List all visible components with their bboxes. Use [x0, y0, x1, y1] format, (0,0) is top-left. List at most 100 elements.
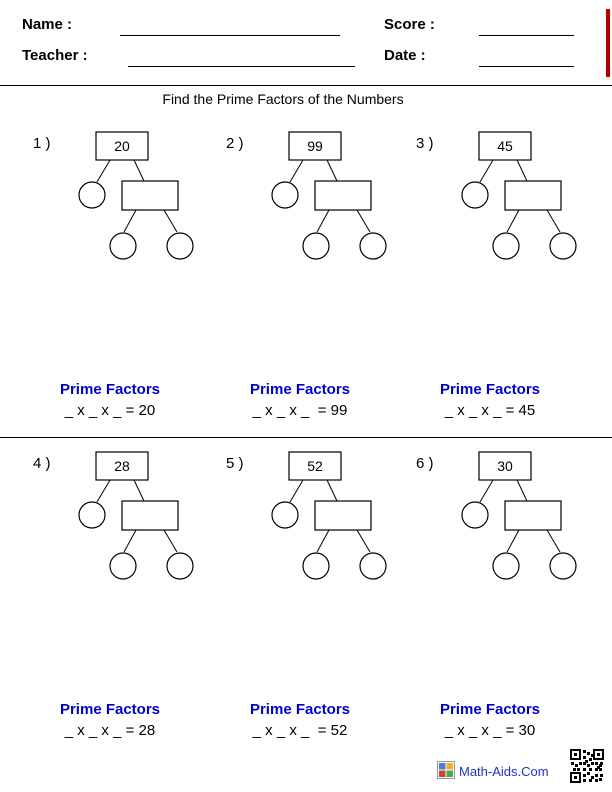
- prime-factor-circle[interactable]: [166, 232, 194, 260]
- prime-factor-circle[interactable]: [109, 552, 137, 580]
- problem-number: 2 ): [226, 135, 244, 152]
- prime-factor-circle[interactable]: [492, 552, 520, 580]
- problem-number: 4 ): [33, 455, 51, 472]
- prime-factors-label: Prime Factors: [59, 381, 161, 398]
- branch-line: [96, 479, 111, 503]
- root-number: 20: [114, 138, 130, 154]
- prime-factor-circle[interactable]: [492, 232, 520, 260]
- prime-factor-circle[interactable]: [166, 552, 194, 580]
- prime-factor-circle[interactable]: [549, 232, 577, 260]
- factorization-equation[interactable]: _ x _ x _ = 30: [444, 722, 536, 739]
- root-number-box: [95, 451, 149, 481]
- root-number-box: [288, 131, 342, 161]
- composite-factor-box[interactable]: [314, 180, 372, 211]
- branch-line: [96, 159, 111, 183]
- factor-tree: 28: [78, 451, 194, 580]
- prime-factor-circle[interactable]: [359, 552, 387, 580]
- factor-tree: 99: [271, 131, 387, 260]
- prime-factor-circle[interactable]: [461, 181, 489, 209]
- problem-number: 3 ): [416, 135, 434, 152]
- branch-line: [479, 479, 494, 503]
- qr-code: [570, 749, 604, 783]
- prime-factors-label: Prime Factors: [249, 381, 351, 398]
- factor-tree: 30: [461, 451, 577, 580]
- root-number: 99: [307, 138, 323, 154]
- root-number: 52: [307, 458, 323, 474]
- branch-line: [289, 479, 304, 503]
- branch-line: [326, 159, 338, 182]
- branch-line: [356, 209, 371, 233]
- branch-line: [326, 479, 338, 502]
- name-label: Name :: [22, 16, 73, 33]
- root-number-box: [478, 131, 532, 161]
- worksheet-title: Find the Prime Factors of the Numbers: [162, 91, 404, 107]
- qr-finder-icon: [570, 772, 581, 783]
- prime-factor-circle[interactable]: [302, 232, 330, 260]
- prime-factor-circle[interactable]: [271, 501, 299, 529]
- date-line[interactable]: [479, 66, 574, 67]
- branch-line: [516, 159, 528, 182]
- prime-factor-circle[interactable]: [78, 181, 106, 209]
- branch-line: [163, 529, 178, 553]
- prime-factors-label: Prime Factors: [249, 701, 351, 718]
- branch-line: [123, 529, 137, 553]
- problem-number: 6 ): [416, 455, 434, 472]
- branch-line: [546, 529, 561, 553]
- branch-line: [289, 159, 304, 183]
- factor-tree: 20: [78, 131, 194, 260]
- prime-factor-circle[interactable]: [78, 501, 106, 529]
- teacher-label: Teacher :: [22, 47, 88, 64]
- prime-factors-label: Prime Factors: [59, 701, 161, 718]
- teacher-line[interactable]: [128, 66, 355, 67]
- problem-number: 5 ): [226, 455, 244, 472]
- prime-factor-circle[interactable]: [359, 232, 387, 260]
- composite-factor-box[interactable]: [504, 180, 562, 211]
- factorization-equation[interactable]: _ x _ x _ = 99: [252, 402, 348, 419]
- score-line[interactable]: [479, 35, 574, 36]
- branch-line: [163, 209, 178, 233]
- prime-factors-label: Prime Factors: [439, 701, 541, 718]
- root-number: 30: [497, 458, 513, 474]
- factorization-equation[interactable]: _ x _ x _ = 28: [64, 722, 156, 739]
- row-divider: [0, 437, 612, 438]
- branch-line: [356, 529, 371, 553]
- date-label: Date :: [384, 47, 426, 64]
- composite-factor-box[interactable]: [504, 500, 562, 531]
- score-label: Score :: [384, 16, 435, 33]
- branch-line: [506, 529, 520, 553]
- root-number-box: [95, 131, 149, 161]
- brand-link[interactable]: Math-Aids.Com: [459, 764, 549, 779]
- branch-line: [123, 209, 137, 233]
- composite-factor-box[interactable]: [314, 500, 372, 531]
- name-line[interactable]: [120, 35, 340, 36]
- red-edge-mark: [606, 9, 610, 77]
- factor-tree: 52: [271, 451, 387, 580]
- root-number: 45: [497, 138, 513, 154]
- qr-modules: [583, 750, 586, 753]
- composite-factor-box[interactable]: [121, 180, 179, 211]
- branch-line: [133, 479, 145, 502]
- factorization-equation[interactable]: _ x _ x _ = 52: [252, 722, 348, 739]
- branch-line: [516, 479, 528, 502]
- prime-factors-label: Prime Factors: [439, 381, 541, 398]
- qr-finder-icon: [593, 749, 604, 760]
- prime-factor-circle[interactable]: [302, 552, 330, 580]
- prime-factor-circle[interactable]: [461, 501, 489, 529]
- factorization-equation[interactable]: _ x _ x _ = 20: [64, 402, 156, 419]
- prime-factor-circle[interactable]: [549, 552, 577, 580]
- factor-tree: 45: [461, 131, 577, 260]
- problem-number: 1 ): [33, 135, 51, 152]
- branch-line: [546, 209, 561, 233]
- prime-factor-circle[interactable]: [109, 232, 137, 260]
- root-number-box: [478, 451, 532, 481]
- composite-factor-box[interactable]: [121, 500, 179, 531]
- prime-factor-circle[interactable]: [271, 181, 299, 209]
- brand-icon: [437, 761, 455, 779]
- header-divider: [0, 85, 612, 86]
- branch-line: [316, 529, 330, 553]
- root-number-box: [288, 451, 342, 481]
- factorization-equation[interactable]: _ x _ x _ = 45: [444, 402, 536, 419]
- branch-line: [133, 159, 145, 182]
- qr-finder-icon: [570, 749, 581, 760]
